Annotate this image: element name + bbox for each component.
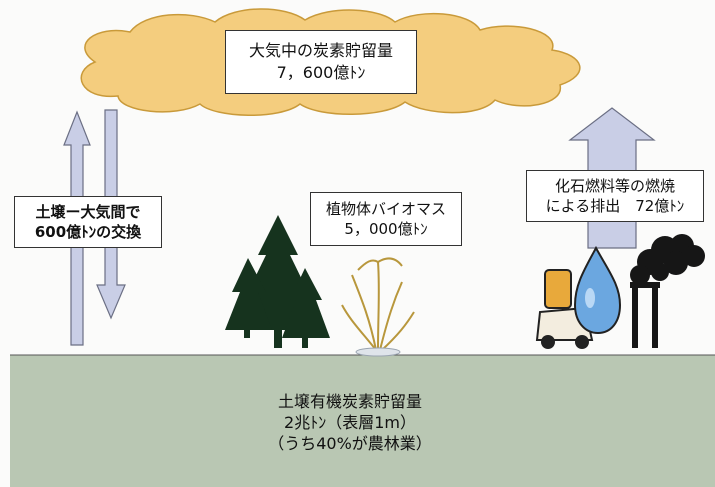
- water-drop-icon: [573, 245, 622, 335]
- soil-title: 土壌有機炭素貯留量: [277, 392, 422, 411]
- atmosphere-value: 7，600億ﾄﾝ: [276, 63, 366, 82]
- atmosphere-carbon-box: 大気中の炭素貯留量 7，600億ﾄﾝ: [225, 30, 417, 94]
- exchange-line1: 土壌ー大気間で: [35, 202, 141, 221]
- rice-plant-icon: [341, 257, 415, 357]
- biomass-value: 5，000億ﾄﾝ: [344, 220, 428, 238]
- fossil-emission-box: 化石燃料等の燃焼 による排出 72億ﾄﾝ: [526, 170, 704, 222]
- factory-smoke-icon: [630, 234, 705, 348]
- soil-carbon-label: 土壌有機炭素貯留量 2兆ﾄﾝ（表層1m） （うち40%が農林業）: [220, 392, 480, 454]
- fossil-line1: 化石燃料等の燃焼: [554, 176, 675, 195]
- exchange-line2: 600億ﾄﾝの交換: [34, 223, 142, 241]
- biomass-title: 植物体バイオマス: [325, 199, 446, 218]
- fossil-line2: による排出 72億ﾄﾝ: [545, 197, 685, 215]
- car-icon: [535, 269, 594, 349]
- soil-line2: 2兆ﾄﾝ（表層1m）: [284, 412, 416, 432]
- atmosphere-title: 大気中の炭素貯留量: [248, 41, 393, 61]
- biomass-box: 植物体バイオマス 5，000億ﾄﾝ: [310, 192, 462, 246]
- exchange-box: 土壌ー大気間で 600億ﾄﾝの交換: [14, 196, 162, 248]
- soil-line3: （うち40%が農林業）: [268, 433, 432, 453]
- ground-layer: [10, 355, 715, 487]
- forest-icon: [225, 215, 330, 348]
